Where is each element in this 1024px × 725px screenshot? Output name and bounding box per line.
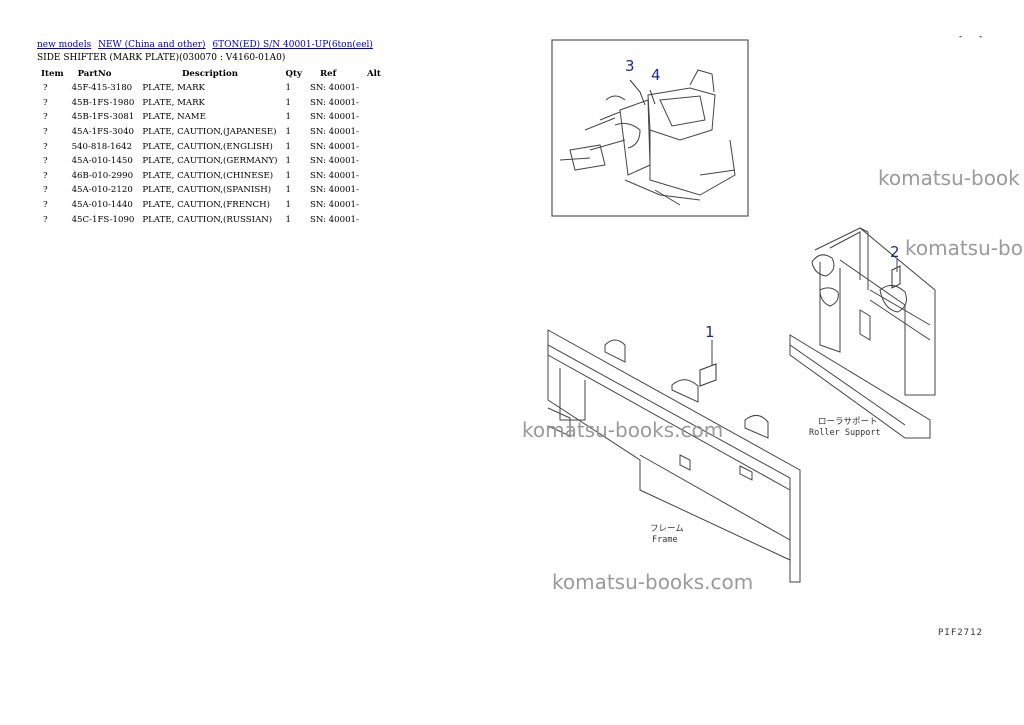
table-row: ? 45B-1FS-3081 PLATE, NAME 1 SN: 40001-: [37, 110, 385, 125]
cell-item: ?: [43, 112, 48, 123]
cell-description: PLATE, NAME: [142, 112, 206, 123]
label-roller-support-jp: ローラサポート: [818, 417, 878, 427]
column-header-qty: Qty: [285, 68, 302, 79]
cell-description: PLATE, CAUTION,(CHINESE): [142, 170, 274, 181]
table-row: ? 45B-1FS-1980 PLATE, MARK 1 SN: 40001-: [37, 96, 385, 111]
breadcrumb-link-model[interactable]: 6TON(ED) S/N 40001-UP(6ton(eel): [212, 40, 373, 50]
cell-qty: 1: [285, 83, 291, 94]
cell-ref: SN: 40001-: [309, 185, 359, 196]
cell-ref: SN: 40001-: [309, 214, 359, 225]
cell-partno: 45C-1FS-1090: [71, 214, 135, 225]
cell-qty: 1: [285, 200, 291, 211]
callout-3: 3: [625, 57, 635, 75]
roller-support-drawing: [789, 227, 936, 439]
column-header-ref: Ref: [319, 68, 337, 79]
label-frame: Frame: [652, 535, 678, 545]
cell-partno: 45B-1FS-3081: [71, 112, 135, 123]
cell-partno: 45A-010-1450: [71, 156, 133, 167]
cell-qty: 1: [285, 97, 291, 108]
column-header-item: Item: [41, 68, 64, 79]
watermark: komatsu-books.com: [522, 418, 724, 442]
cell-ref: SN: 40001-: [309, 170, 359, 181]
cell-description: PLATE, CAUTION,(RUSSIAN): [142, 214, 273, 225]
cell-qty: 1: [285, 127, 291, 138]
cell-partno: 45A-010-2120: [71, 185, 133, 196]
corner-mark: -: [979, 32, 983, 42]
cell-partno: 45A-010-1440: [71, 200, 133, 211]
callout-1: 1: [705, 323, 715, 341]
table-row: ? 45A-010-2120 PLATE, CAUTION,(SPANISH) 1 SN…: [37, 183, 385, 198]
cell-item: ?: [43, 127, 48, 138]
page-title: SIDE SHIFTER (MARK PLATE)(030070 : V4160…: [37, 53, 286, 63]
cell-partno: 45A-1FS-3040: [71, 127, 135, 138]
table-row: ? 45C-1FS-1090 PLATE, CAUTION,(RUSSIAN) 1 SN…: [37, 212, 385, 227]
cell-item: ?: [43, 214, 48, 225]
table-row: ? 45A-010-1440 PLATE, CAUTION,(FRENCH) 1 SN:…: [37, 198, 385, 213]
cell-qty: 1: [285, 170, 291, 181]
column-header-description: Description: [181, 68, 238, 79]
table-row: ? 45A-1FS-3040 PLATE, CAUTION,(JAPANESE) 1 S…: [37, 125, 385, 140]
corner-mark: -: [959, 32, 963, 42]
figure-code: PIF2712: [938, 628, 983, 638]
cell-ref: SN: 40001-: [309, 83, 359, 94]
callout-4: 4: [651, 66, 661, 84]
watermark: komatsu-books.com: [552, 570, 754, 594]
cell-ref: SN: 40001-: [309, 97, 359, 108]
callout-2: 2: [890, 243, 900, 261]
cell-qty: 1: [285, 156, 291, 167]
column-header-partno: PartNo: [77, 68, 112, 79]
cell-qty: 1: [285, 141, 291, 152]
cell-ref: SN: 40001-: [309, 200, 359, 211]
column-header-alt: Alt: [366, 68, 381, 79]
cell-description: PLATE, CAUTION,(ENGLISH): [142, 141, 273, 152]
cell-ref: SN: 40001-: [309, 141, 359, 152]
cell-description: PLATE, MARK: [142, 97, 205, 108]
cell-item: ?: [43, 97, 48, 108]
cell-item: ?: [43, 200, 48, 211]
parts-table: Item PartNo Description Qty Ref Alt ? 45F…: [37, 66, 385, 227]
cell-partno: 45F-415-3180: [71, 83, 133, 94]
table-row: ? 540-818-1642 PLATE, CAUTION,(ENGLISH) 1 SN…: [37, 139, 385, 154]
cell-description: PLATE, CAUTION,(GERMANY): [142, 156, 278, 167]
cell-qty: 1: [285, 112, 291, 123]
cell-item: ?: [43, 156, 48, 167]
breadcrumb-link-new-models[interactable]: new models: [37, 40, 92, 50]
table-row: ? 45A-010-1450 PLATE, CAUTION,(GERMANY) 1 SN…: [37, 154, 385, 169]
watermark: komatsu-bo: [905, 236, 1023, 260]
table-row: ? 45F-415-3180 PLATE, MARK 1 SN: 40001-: [37, 81, 385, 96]
cell-qty: 1: [285, 214, 291, 225]
table-row: ? 46B-010-2990 PLATE, CAUTION,(CHINESE) 1 SN…: [37, 169, 385, 184]
cell-qty: 1: [285, 185, 291, 196]
watermark: komatsu-book: [878, 166, 1020, 190]
label-roller-support: Roller Support: [809, 428, 881, 438]
cell-description: PLATE, CAUTION,(SPANISH): [142, 185, 272, 196]
label-frame-jp: フレーム: [650, 524, 684, 534]
cell-item: ?: [43, 185, 48, 196]
cell-item: ?: [43, 83, 48, 94]
cell-description: PLATE, CAUTION,(JAPANESE): [142, 127, 277, 138]
inset-forklift-view: [551, 39, 749, 217]
breadcrumb: new models NEW (China and other) 6TON(ED…: [37, 40, 377, 50]
cell-partno: 540-818-1642: [71, 141, 133, 152]
breadcrumb-link-region[interactable]: NEW (China and other): [98, 40, 206, 50]
cell-description: PLATE, CAUTION,(FRENCH): [142, 200, 270, 211]
table-header-row: Item PartNo Description Qty Ref Alt: [37, 66, 385, 81]
cell-partno: 46B-010-2990: [71, 170, 134, 181]
cell-ref: SN: 40001-: [309, 127, 359, 138]
cell-partno: 45B-1FS-1980: [71, 97, 135, 108]
cell-item: ?: [43, 170, 48, 181]
cell-item: ?: [43, 141, 48, 152]
cell-ref: SN: 40001-: [309, 112, 359, 123]
inset-frame: [551, 39, 749, 217]
cell-description: PLATE, MARK: [142, 83, 205, 94]
cell-ref: SN: 40001-: [309, 156, 359, 167]
frame-drawing: [547, 329, 801, 583]
